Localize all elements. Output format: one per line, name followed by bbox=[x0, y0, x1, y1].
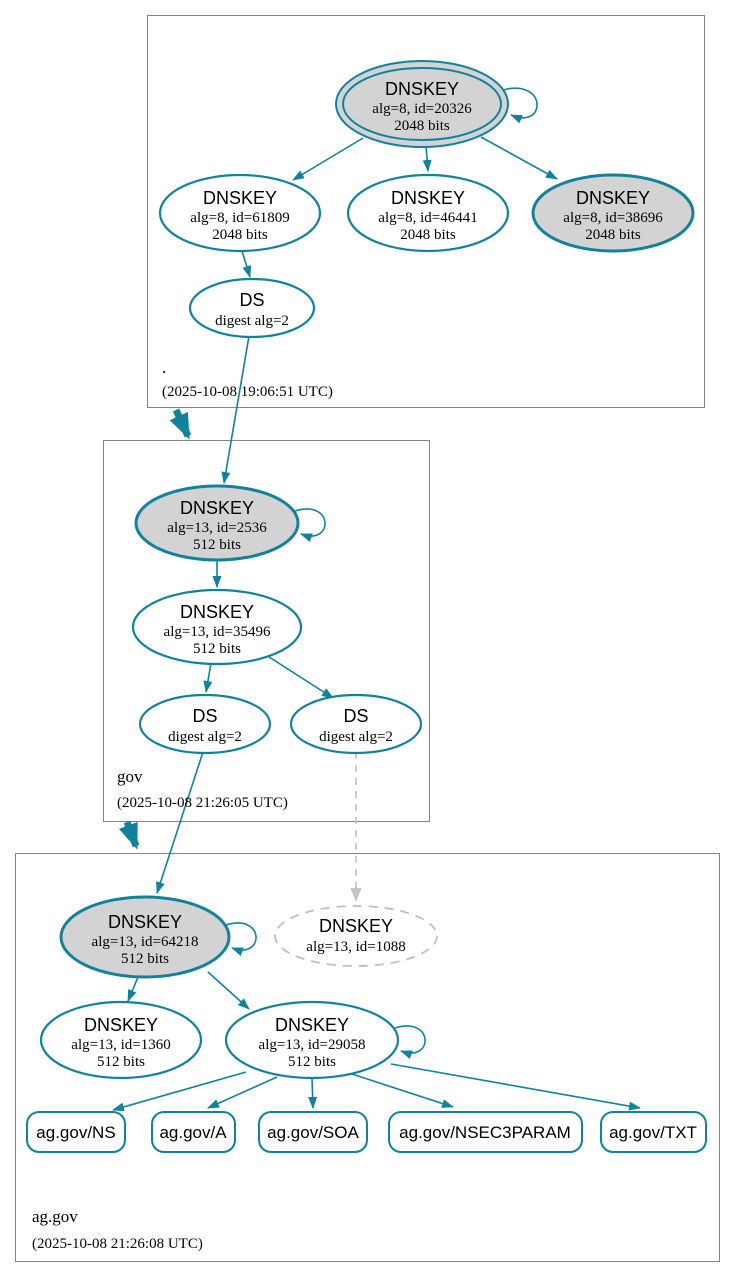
rrset-ag-gov-a[interactable]: ag.gov/A bbox=[151, 1111, 236, 1153]
node-size: 512 bits bbox=[288, 1054, 336, 1070]
edge-dnskey-20326-selfloop bbox=[502, 87, 538, 124]
edge-dnskey-64218-selfloop bbox=[225, 922, 257, 956]
rrset-ag-gov-nsec3param[interactable]: ag.gov/NSEC3PARAM bbox=[388, 1111, 583, 1153]
rrset-ag-gov-ns[interactable]: ag.gov/NS bbox=[26, 1111, 126, 1153]
dnskey-29058-node[interactable]: DNSKEY alg=13, id=29058 512 bits bbox=[224, 1000, 400, 1080]
edge-dnskey-64218-to-1360 bbox=[127, 976, 139, 1002]
node-detail: alg=13, id=1360 bbox=[71, 1037, 170, 1053]
rrset-label: ag.gov/A bbox=[159, 1123, 227, 1142]
dnskey-20326-node[interactable]: DNSKEY alg=8, id=20326 2048 bits bbox=[335, 60, 509, 148]
edge-dnskey-20326-to-38696 bbox=[480, 136, 558, 180]
edge-dnskey-29058-selfloop bbox=[394, 1025, 426, 1059]
edge-dnskey-61809-to-ds bbox=[241, 250, 252, 278]
node-label: DS bbox=[192, 706, 217, 726]
dnskey-61809-node[interactable]: DNSKEY alg=8, id=61809 2048 bits bbox=[158, 173, 322, 253]
edge-dnskey-20326-to-46441 bbox=[422, 145, 432, 172]
dnskey-38696-node[interactable]: DNSKEY alg=8, id=38696 2048 bits bbox=[531, 173, 695, 253]
node-label: DNSKEY bbox=[385, 79, 459, 99]
node-size: 512 bits bbox=[97, 1054, 145, 1070]
ds-gov-left-node[interactable]: DS digest alg=2 bbox=[138, 693, 272, 755]
dnskey-46441-node[interactable]: DNSKEY alg=8, id=46441 2048 bits bbox=[346, 173, 510, 253]
node-detail: alg=13, id=2536 bbox=[167, 520, 267, 536]
edge-zone-gov-to-aggov bbox=[118, 820, 140, 850]
edge-dnskey-29058-to-nsec3param bbox=[351, 1073, 454, 1108]
node-detail: alg=8, id=38696 bbox=[563, 210, 663, 226]
edge-dnskey-2536-selfloop bbox=[294, 508, 326, 542]
node-label: DNSKEY bbox=[576, 188, 650, 208]
node-size: 2048 bits bbox=[400, 227, 456, 243]
dnskey-1088-node[interactable]: DNSKEY alg=13, id=1088 bbox=[274, 905, 438, 967]
rrset-label: ag.gov/TXT bbox=[609, 1123, 697, 1142]
edge-dnskey-29058-to-soa bbox=[308, 1077, 318, 1109]
dnskey-35496-node[interactable]: DNSKEY alg=13, id=35496 512 bits bbox=[131, 588, 303, 666]
node-label: DNSKEY bbox=[180, 498, 254, 518]
zone-label-root: . bbox=[162, 358, 166, 377]
node-detail: digest alg=2 bbox=[319, 729, 393, 745]
edge-dnskey-35496-to-ds-right bbox=[265, 654, 334, 699]
zone-label-ag-gov: ag.gov bbox=[32, 1207, 78, 1226]
zone-timestamp-ag-gov: (2025-10-08 21:26:08 UTC) bbox=[32, 1236, 203, 1252]
node-size: 512 bits bbox=[121, 951, 169, 967]
node-detail: alg=8, id=46441 bbox=[378, 210, 477, 226]
node-detail: alg=8, id=20326 bbox=[372, 101, 472, 117]
node-label: DNSKEY bbox=[108, 912, 182, 932]
node-label: DNSKEY bbox=[84, 1015, 158, 1035]
dnskey-1360-node[interactable]: DNSKEY alg=13, id=1360 512 bits bbox=[39, 1000, 203, 1080]
zone-box-root bbox=[147, 15, 705, 408]
zone-timestamp-gov: (2025-10-08 21:26:05 UTC) bbox=[117, 795, 288, 811]
rrset-ag-gov-txt[interactable]: ag.gov/TXT bbox=[600, 1111, 707, 1153]
edge-dnskey-64218-to-29058 bbox=[207, 971, 250, 1010]
edge-zone-root-to-gov bbox=[169, 408, 192, 440]
node-label: DNSKEY bbox=[203, 188, 277, 208]
node-label: DS bbox=[239, 290, 264, 310]
ds-gov-right-node[interactable]: DS digest alg=2 bbox=[289, 693, 423, 755]
node-label: DS bbox=[343, 706, 368, 726]
node-detail: alg=8, id=61809 bbox=[190, 210, 289, 226]
edge-dnskey-20326-to-61809 bbox=[292, 137, 364, 181]
node-label: DNSKEY bbox=[391, 188, 465, 208]
node-detail: alg=13, id=35496 bbox=[164, 624, 271, 640]
rrset-label: ag.gov/NSEC3PARAM bbox=[399, 1123, 571, 1142]
node-label: DNSKEY bbox=[319, 916, 393, 936]
dnskey-64218-node[interactable]: DNSKEY alg=13, id=64218 512 bits bbox=[59, 895, 231, 979]
node-size: 2048 bits bbox=[212, 227, 268, 243]
node-detail: alg=13, id=29058 bbox=[259, 1037, 366, 1053]
node-size: 512 bits bbox=[193, 537, 241, 553]
zone-label-gov: gov bbox=[117, 767, 143, 786]
edge-dnskey-29058-to-txt bbox=[390, 1063, 641, 1111]
node-detail: alg=13, id=64218 bbox=[92, 934, 199, 950]
zone-box-ag-gov bbox=[15, 853, 720, 1262]
zone-box-gov bbox=[103, 440, 430, 822]
dnskey-2536-node[interactable]: DNSKEY alg=13, id=2536 512 bits bbox=[134, 484, 300, 562]
edge-root-ds-to-gov-ksk bbox=[221, 335, 250, 484]
edge-gov-ds-to-aggov-ksk bbox=[156, 751, 204, 894]
rrset-label: ag.gov/NS bbox=[36, 1123, 115, 1142]
node-size: 2048 bits bbox=[394, 118, 450, 134]
rrset-label: ag.gov/SOA bbox=[267, 1123, 359, 1142]
edge-dnskey-35496-to-ds-left bbox=[203, 662, 213, 693]
node-size: 2048 bits bbox=[585, 227, 641, 243]
node-size: 512 bits bbox=[193, 641, 241, 657]
ds-root-node[interactable]: DS digest alg=2 bbox=[188, 277, 316, 339]
node-detail: alg=13, id=1088 bbox=[306, 939, 405, 955]
rrset-ag-gov-soa[interactable]: ag.gov/SOA bbox=[258, 1111, 368, 1153]
node-label: DNSKEY bbox=[180, 602, 254, 622]
edge-dnskey-29058-to-a bbox=[207, 1076, 278, 1109]
node-detail: digest alg=2 bbox=[168, 729, 242, 745]
node-label: DNSKEY bbox=[275, 1015, 349, 1035]
zone-timestamp-root: (2025-10-08 19:06:51 UTC) bbox=[162, 384, 333, 400]
node-detail: digest alg=2 bbox=[215, 313, 289, 329]
edge-dnskey-29058-to-ns bbox=[112, 1071, 247, 1112]
